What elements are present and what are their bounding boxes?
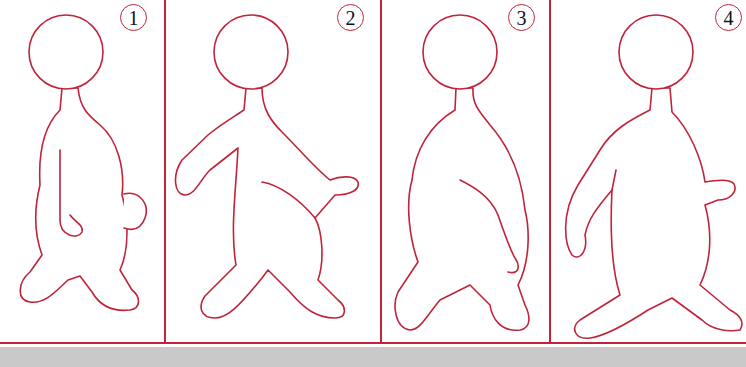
callout-circle: 1 (120, 4, 147, 31)
figure-body (20, 88, 138, 310)
figure-arm (612, 170, 616, 190)
figure-arm (460, 180, 518, 273)
callout-circle: 2 (337, 4, 364, 31)
figure-arm (262, 182, 315, 218)
ground-line (0, 342, 746, 344)
figure-hand (124, 193, 146, 229)
figure-head (423, 15, 497, 89)
panel-divider (164, 0, 166, 343)
callout-number: 3 (517, 8, 527, 28)
figure-head (214, 15, 288, 89)
callout-number: 1 (129, 8, 139, 28)
callout-number: 4 (724, 8, 734, 28)
callout-circle: 3 (508, 4, 535, 31)
figure-body (176, 88, 359, 318)
callout-circle: 4 (715, 4, 742, 31)
figure-body (395, 88, 529, 330)
figure-head (29, 15, 103, 89)
figure-arm (60, 150, 82, 236)
ground-band (0, 347, 746, 367)
panel-divider (549, 0, 551, 343)
callout-number: 2 (346, 8, 356, 28)
figure-body (566, 88, 742, 338)
panel-divider (380, 0, 382, 343)
figure-head (619, 15, 693, 89)
